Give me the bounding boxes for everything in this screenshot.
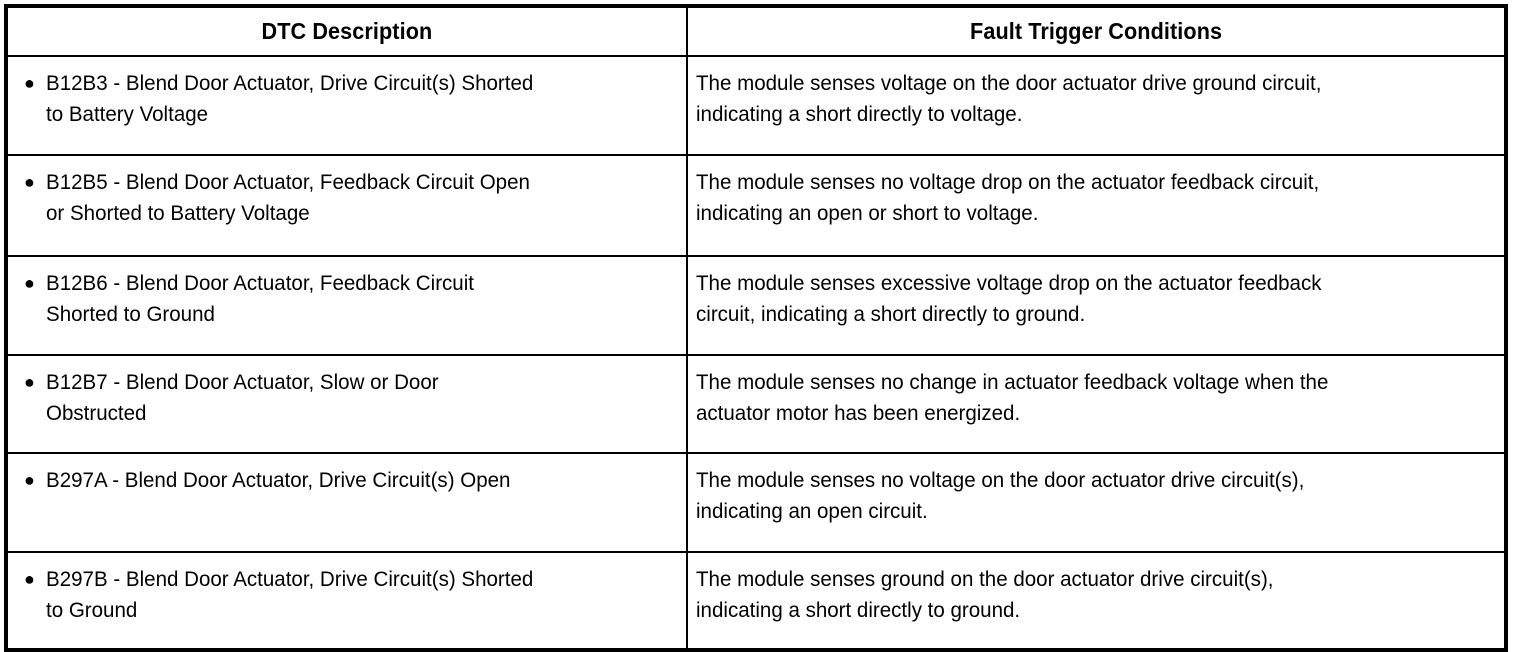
table-row: ● B12B6 - Blend Door Actuator, Feedback … [5, 255, 1508, 356]
cell-fault-condition: The module senses voltage on the door ac… [685, 55, 1508, 156]
cell-dtc-description: ● B297A - Blend Door Actuator, Drive Cir… [5, 452, 688, 553]
bullet-icon: ● [24, 569, 35, 589]
bullet-icon: ● [24, 273, 35, 293]
cell-fault-condition: The module senses no voltage drop on the… [685, 154, 1508, 257]
cell-dtc-description: ● B12B3 - Blend Door Actuator, Drive Cir… [5, 55, 688, 156]
fault-condition-text: The module senses excessive voltage drop… [695, 271, 1322, 326]
fault-condition-text: The module senses voltage on the door ac… [695, 71, 1322, 126]
fault-condition-text: The module senses no change in actuator … [695, 370, 1329, 425]
bullet-icon: ● [24, 73, 35, 93]
column-header-dtc-description: DTC Description [5, 5, 688, 57]
bullet-icon: ● [24, 372, 35, 392]
cell-fault-condition: The module senses ground on the door act… [685, 551, 1508, 651]
table-header-row: DTC Description Fault Trigger Conditions [5, 5, 1508, 57]
fault-condition-text: The module senses no voltage drop on the… [695, 170, 1320, 225]
dtc-description-text: B12B3 - Blend Door Actuator, Drive Circu… [46, 71, 534, 126]
bullet-line: ● B297A - Blend Door Actuator, Drive Cir… [22, 465, 676, 496]
cell-dtc-description: ● B12B5 - Blend Door Actuator, Feedback … [5, 154, 688, 257]
dtc-description-text: B12B7 - Blend Door Actuator, Slow or Doo… [46, 370, 439, 425]
bullet-line: ● B12B3 - Blend Door Actuator, Drive Cir… [22, 68, 676, 130]
bullet-line: ● B12B6 - Blend Door Actuator, Feedback … [22, 268, 676, 330]
dtc-fault-table: DTC Description Fault Trigger Conditions… [4, 4, 1508, 652]
fault-condition-text: The module senses no voltage on the door… [695, 468, 1305, 523]
bullet-icon: ● [24, 172, 35, 192]
fault-condition-text: The module senses ground on the door act… [695, 567, 1274, 622]
cell-dtc-description: ● B297B - Blend Door Actuator, Drive Cir… [5, 551, 688, 651]
table-body: ● B12B3 - Blend Door Actuator, Drive Cir… [5, 55, 1508, 651]
cell-dtc-description: ● B12B6 - Blend Door Actuator, Feedback … [5, 255, 688, 356]
dtc-description-text: B12B6 - Blend Door Actuator, Feedback Ci… [46, 271, 474, 326]
cell-fault-condition: The module senses excessive voltage drop… [685, 255, 1508, 356]
column-header-fault-trigger-conditions-label: Fault Trigger Conditions [969, 17, 1222, 44]
table-row: ● B297A - Blend Door Actuator, Drive Cir… [5, 452, 1508, 553]
column-header-fault-trigger-conditions: Fault Trigger Conditions [685, 5, 1508, 57]
column-header-dtc-description-label: DTC Description [261, 17, 433, 44]
table-row: ● B12B3 - Blend Door Actuator, Drive Cir… [5, 55, 1508, 156]
bullet-line: ● B297B - Blend Door Actuator, Drive Cir… [22, 564, 676, 626]
bullet-line: ● B12B5 - Blend Door Actuator, Feedback … [22, 167, 676, 229]
page-root: DTC Description Fault Trigger Conditions… [4, 4, 1508, 652]
bullet-line: ● B12B7 - Blend Door Actuator, Slow or D… [22, 367, 676, 429]
table-row: ● B297B - Blend Door Actuator, Drive Cir… [5, 551, 1508, 651]
bullet-icon: ● [24, 470, 35, 490]
cell-dtc-description: ● B12B7 - Blend Door Actuator, Slow or D… [5, 354, 688, 454]
cell-fault-condition: The module senses no change in actuator … [685, 354, 1508, 454]
dtc-description-text: B297A - Blend Door Actuator, Drive Circu… [46, 468, 511, 492]
table-row: ● B12B5 - Blend Door Actuator, Feedback … [5, 154, 1508, 257]
dtc-description-text: B297B - Blend Door Actuator, Drive Circu… [46, 567, 534, 622]
dtc-description-text: B12B5 - Blend Door Actuator, Feedback Ci… [46, 170, 530, 225]
cell-fault-condition: The module senses no voltage on the door… [685, 452, 1508, 553]
table-row: ● B12B7 - Blend Door Actuator, Slow or D… [5, 354, 1508, 454]
